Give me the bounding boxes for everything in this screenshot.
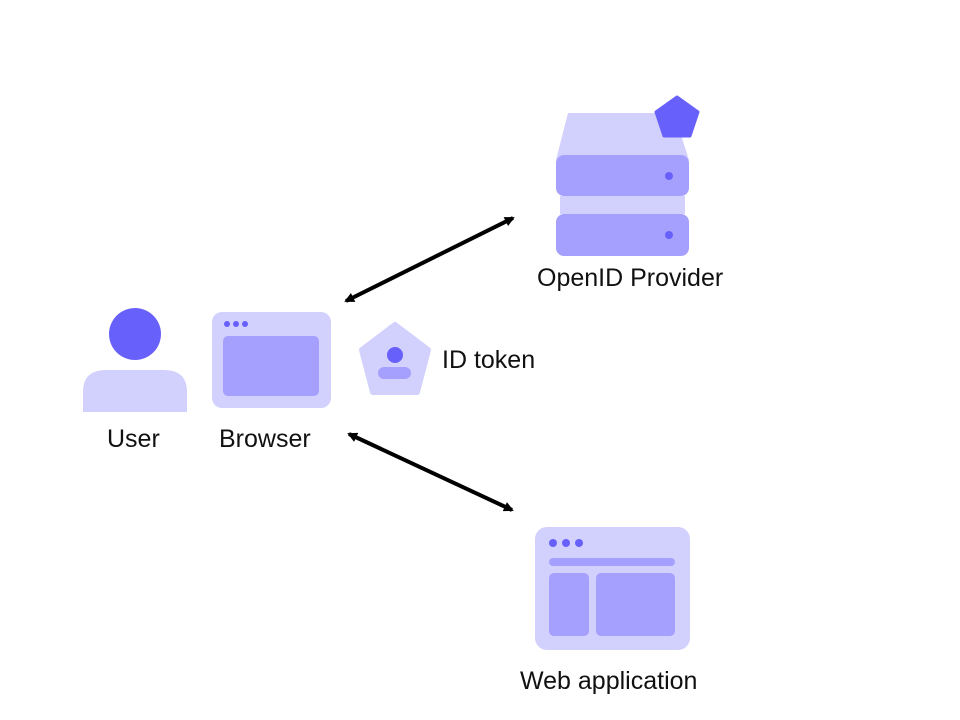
id-token-badge-icon: [359, 322, 431, 395]
browser-window-icon: [212, 312, 331, 408]
user-label: User: [107, 425, 160, 453]
arrow-browser-provider: [344, 216, 515, 303]
web-application-label: Web application: [520, 667, 698, 695]
person-icon: [83, 308, 187, 412]
openid-provider-label: OpenID Provider: [537, 264, 724, 292]
web-app-window-icon: [535, 527, 690, 650]
server-stack-icon: [556, 95, 700, 256]
id-token-label: ID token: [442, 346, 536, 374]
browser-label: Browser: [219, 425, 311, 453]
arrow-browser-webapp: [347, 432, 514, 512]
